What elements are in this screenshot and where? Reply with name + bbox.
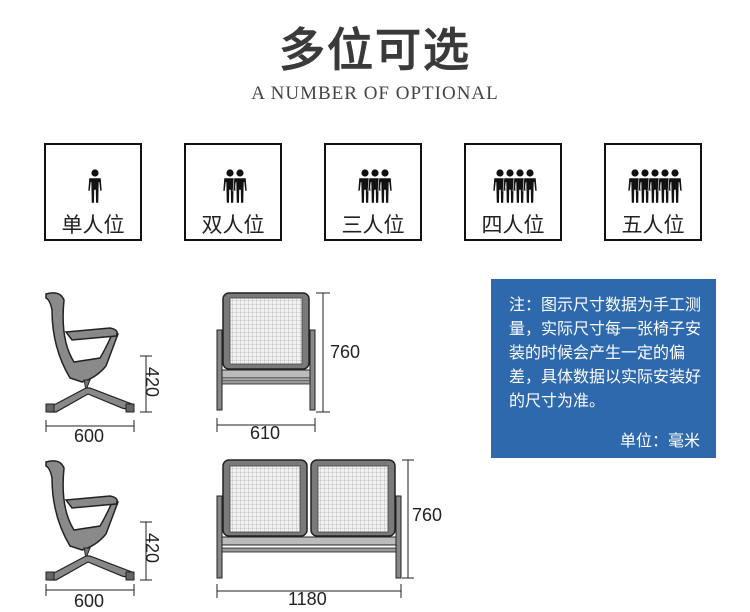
- person-figure: [377, 169, 393, 204]
- person-icon: [627, 169, 683, 204]
- measurement-note: 注：图示尺寸数据为手工测量，实际尺寸每一张椅子安装的时候会产生一定的偏差，具体数…: [491, 279, 716, 458]
- seat-option-single: 单人位: [44, 143, 142, 241]
- seat-option-five: 五人位: [604, 143, 702, 241]
- dimension-lines-single-front: [216, 292, 330, 432]
- dimension-height-double: 760: [412, 505, 443, 525]
- person-figure: [522, 169, 538, 204]
- seat-option-triple: 三人位: [324, 143, 422, 241]
- person-icon: [222, 169, 248, 204]
- dimension-seat-height-single: 420: [142, 367, 162, 398]
- dimension-width-single: 610: [250, 423, 281, 443]
- person-icon: [87, 169, 103, 204]
- dimension-lines-double-front: [216, 459, 414, 598]
- side-view-chair-single: [45, 292, 135, 413]
- person-figure: [667, 169, 683, 204]
- unit-label: 单位：毫米: [619, 431, 700, 450]
- person-icon: [492, 169, 538, 204]
- note-text: 注：图示尺寸数据为手工测量，实际尺寸每一张椅子安装的时候会产生一定的偏差，具体数…: [509, 295, 702, 410]
- dimension-width-double: 1180: [288, 589, 327, 609]
- dimension-depth-double: 600: [74, 591, 105, 611]
- seat-option-label: 双人位: [201, 213, 265, 237]
- seat-option-label: 四人位: [481, 213, 545, 237]
- front-view-chair-single: [216, 292, 316, 411]
- person-icon: [357, 169, 393, 204]
- seat-option-label: 单人位: [61, 213, 125, 237]
- dimension-lines-double-side: [45, 521, 152, 596]
- dimension-depth-single: 600: [74, 426, 105, 446]
- person-figure: [232, 169, 248, 204]
- page-subtitle: A NUMBER OF OPTIONAL: [251, 83, 499, 104]
- seat-option-double: 双人位: [184, 143, 282, 241]
- side-view-chair-double: [45, 460, 135, 581]
- dimension-lines-single-side: [45, 355, 152, 432]
- front-view-chair-double: [216, 459, 402, 579]
- dimension-seat-height-double: 420: [142, 533, 162, 564]
- seat-option-label: 三人位: [341, 213, 405, 237]
- page-title: 多位可选: [279, 23, 471, 77]
- seat-option-label: 五人位: [621, 213, 685, 237]
- dimension-height-single: 760: [330, 342, 361, 362]
- person-figure: [87, 169, 103, 204]
- seat-option-quad: 四人位: [464, 143, 562, 241]
